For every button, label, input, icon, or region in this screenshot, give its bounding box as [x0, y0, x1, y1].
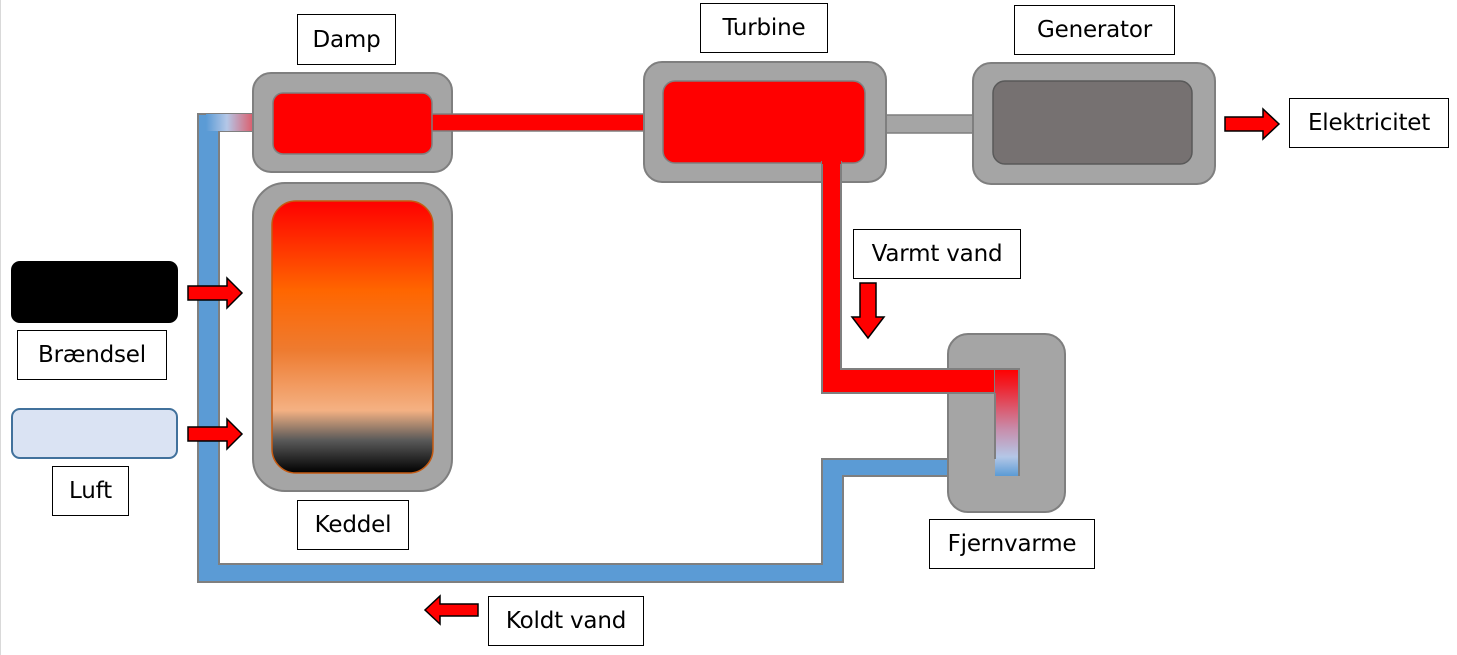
turbine-chamber — [662, 80, 866, 164]
label-luft: Luft — [52, 466, 129, 516]
label-generator: Generator — [1014, 5, 1175, 55]
label-varmt-vand: Varmt vand — [853, 229, 1021, 279]
label-koldt-vand: Koldt vand — [488, 596, 644, 646]
hot-water-down-arrow-icon — [850, 282, 886, 340]
luft-block — [11, 408, 178, 459]
braendsel-block — [11, 261, 178, 323]
cold-water-left-arrow-icon — [423, 594, 479, 626]
keddel-flame — [271, 200, 434, 474]
label-keddel: Keddel — [297, 500, 409, 550]
air-arrow-icon — [187, 417, 244, 451]
exchanger-pipe — [994, 368, 1020, 476]
fuel-arrow-icon — [187, 276, 244, 310]
page-left-edge — [0, 0, 1, 655]
label-fjernvarme: Fjernvarme — [929, 519, 1095, 569]
label-elektricitet: Elektricitet — [1289, 98, 1449, 148]
generator-core — [992, 80, 1193, 165]
label-damp: Damp — [297, 14, 396, 65]
label-braendsel: Brændsel — [17, 330, 167, 380]
electricity-arrow-icon — [1224, 107, 1281, 141]
label-turbine: Turbine — [700, 3, 828, 53]
damp-chamber — [272, 92, 433, 155]
steam-pipe — [429, 113, 667, 132]
